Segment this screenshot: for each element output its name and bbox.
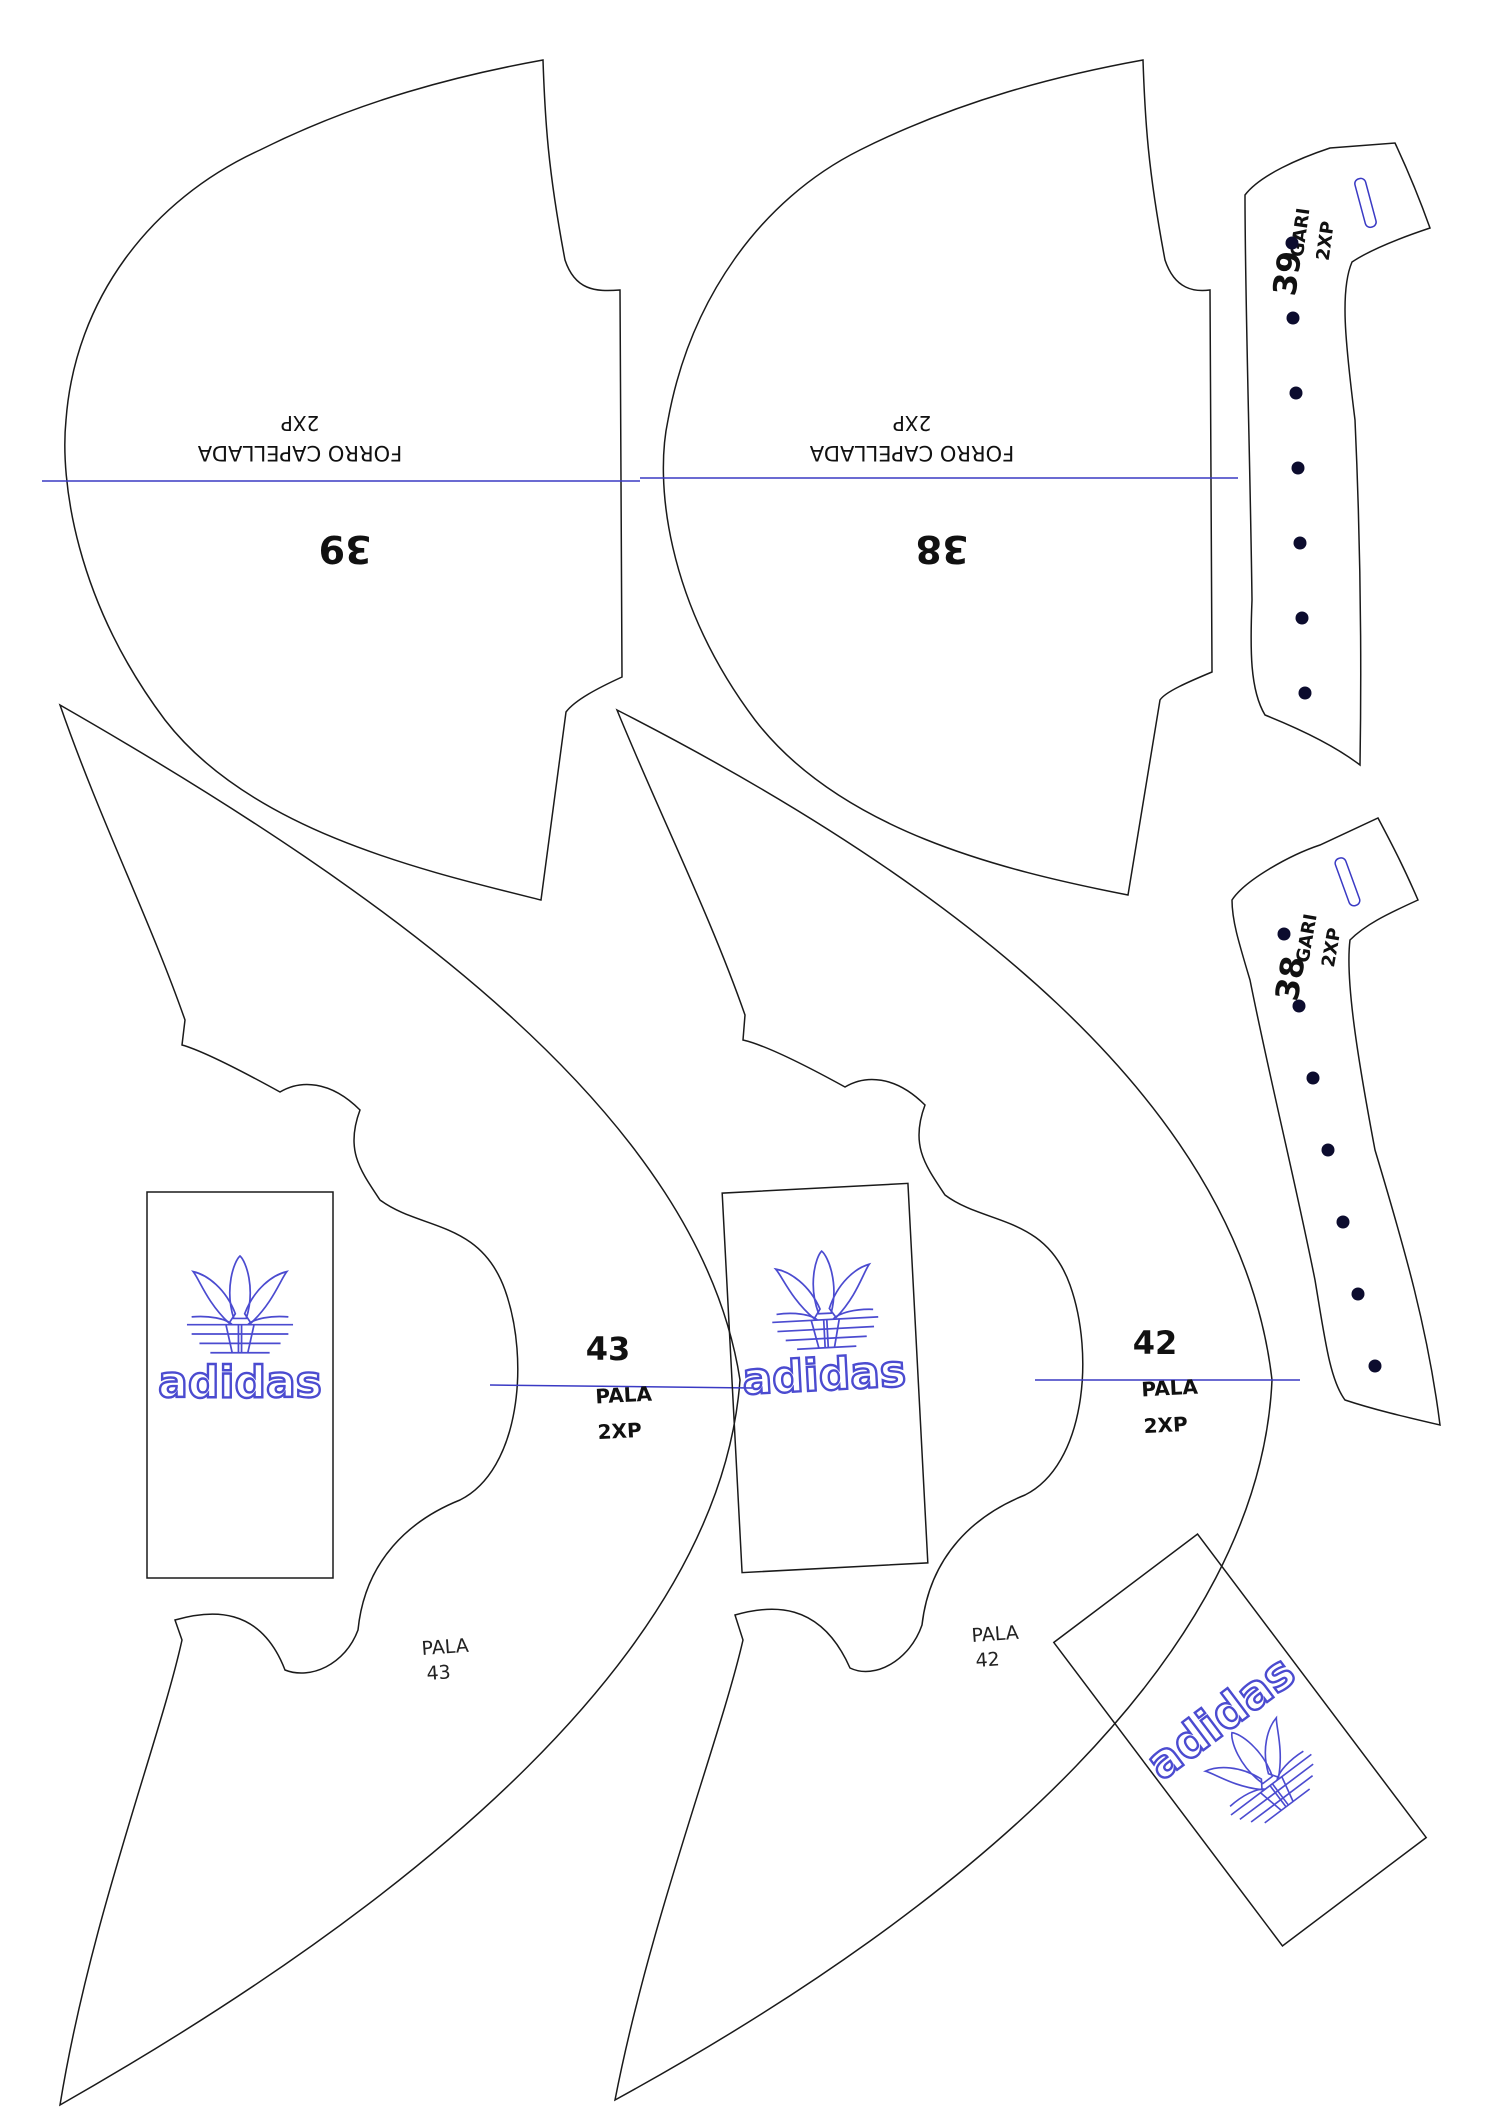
logo-wordmark: adidas [158, 1357, 322, 1408]
eyelet-piece-39: 39 GARI 2XP [1244, 142, 1431, 767]
vamp-42-outline [613, 708, 1273, 2102]
eyelet-38-name: GARI [1292, 912, 1321, 964]
vamp-42-logo-box [721, 1182, 929, 1574]
vamp-43-size: 43 [586, 1330, 631, 1368]
eyelet-39-qty: 2XP [1313, 220, 1339, 262]
eyelet-38-slot [1334, 857, 1361, 907]
eyelet-38-size: 38 [1268, 953, 1313, 1003]
lining-38-outline [662, 59, 1213, 896]
vamp-42-note-name: PALA [971, 1622, 1020, 1647]
vamp-42-size: 42 [1133, 1324, 1178, 1362]
eyelet-hole [1292, 999, 1306, 1013]
lining-39-name: FORRO CAPELLADA [197, 441, 402, 465]
vamp-42-name: PALA [1141, 1375, 1199, 1402]
eyelet-hole [1277, 927, 1291, 941]
eyelet-hole [1298, 686, 1312, 700]
vamp-42-qty: 2XP [1143, 1412, 1188, 1438]
eyelet-hole [1293, 536, 1307, 550]
eyelet-39-size: 39 [1265, 249, 1309, 298]
vamp-43-outline [58, 703, 741, 2107]
vamp-43-logo-box [146, 1191, 334, 1579]
eyelet-hole [1336, 1215, 1350, 1229]
vamp-43-centerline [489, 1384, 753, 1389]
eyelet-hole [1289, 386, 1303, 400]
eyelet-hole [1285, 236, 1299, 250]
vamp-43-note-name: PALA [421, 1635, 470, 1660]
lining-38-name: FORRO CAPELLADA [809, 441, 1014, 465]
eyelet-38-qty: 2XP [1318, 926, 1346, 969]
eyelet-hole [1351, 1287, 1365, 1301]
eyelet-hole [1291, 461, 1305, 475]
vamp-43-note-size: 43 [426, 1661, 452, 1685]
eyelet-38-outline [1231, 817, 1441, 1426]
eyelet-hole [1286, 311, 1300, 325]
eyelet-39-name: GARI [1287, 207, 1315, 259]
vamp-42-note-size: 42 [975, 1648, 1001, 1672]
loose-logo-patch: adidas [1052, 1533, 1428, 1947]
eyelet-piece-38: 38 GARI 2XP [1231, 817, 1441, 1426]
lining-39-outline [64, 59, 623, 901]
logo-patch-outline [1052, 1533, 1428, 1947]
eyelet-hole [1321, 1143, 1335, 1157]
lining-39-qty: 2XP [281, 411, 320, 435]
lining-piece-38: FORRO CAPELLADA 2XP 38 [640, 59, 1238, 896]
eyelet-hole [1368, 1359, 1382, 1373]
eyelet-hole [1295, 611, 1309, 625]
eyelet-39-outline [1244, 142, 1431, 767]
lining-piece-39: FORRO CAPELLADA 2XP 39 [42, 59, 640, 901]
logo-wordmark: adidas [741, 1346, 907, 1405]
adidas-trefoil-icon [186, 1255, 294, 1354]
vamp-43-qty: 2XP [597, 1418, 642, 1444]
eyelet-39-slot [1354, 177, 1377, 229]
lining-39-size: 39 [319, 527, 372, 571]
vamp-43-name: PALA [595, 1382, 653, 1409]
lining-38-size: 38 [916, 527, 969, 571]
adidas-trefoil-icon [767, 1247, 881, 1352]
lining-38-qty: 2XP [893, 411, 932, 435]
eyelet-hole [1306, 1071, 1320, 1085]
vamp-piece-43: adidas 43 PALA 2XP PALA 43 [58, 703, 753, 2107]
vamp-piece-42: adidas 42 PALA 2XP PALA 42 [613, 708, 1300, 2102]
